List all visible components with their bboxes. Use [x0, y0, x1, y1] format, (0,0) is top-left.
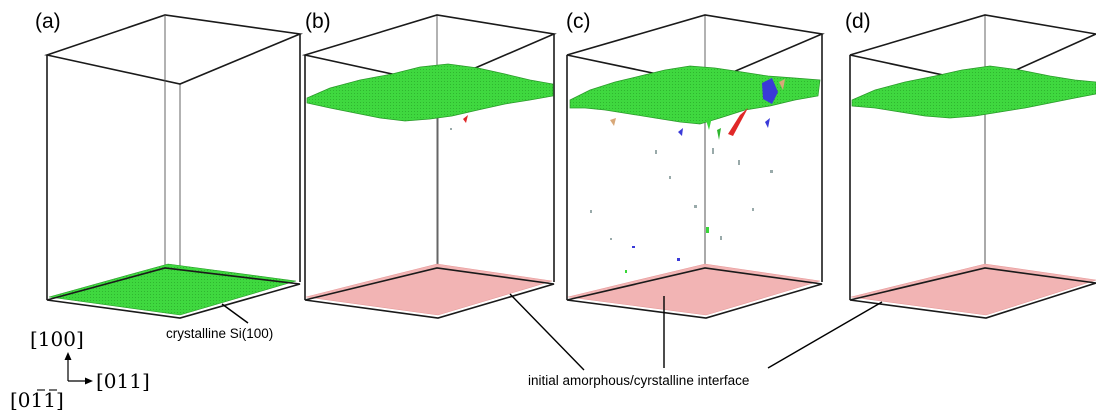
defect-speck-2-c: [610, 238, 612, 240]
axis-label-0-1-1-prefix: [0: [10, 388, 31, 412]
axis-label-0-1-1-digit2: 1: [43, 388, 56, 412]
defect-green-c: [706, 117, 712, 130]
defect-blue-small-c: [678, 128, 683, 136]
interface-layer-c: [569, 65, 821, 125]
defect-speck-10-c: [752, 208, 754, 211]
box-a-top-face: [44, 14, 304, 85]
defect-speck-4-c: [655, 150, 657, 154]
defect-speck-7-c: [706, 227, 709, 233]
box-c-bottom-face: [566, 267, 823, 319]
box-d-bottom-face: [849, 267, 1096, 319]
crystalline-annotation: crystalline Si(100): [166, 326, 273, 341]
initial-interface-plane-d: [850, 263, 1096, 316]
defect-red-b: [463, 115, 468, 123]
crystalline-leader-line: [221, 303, 249, 324]
box-b-bottom-face: [304, 267, 555, 319]
defect-speck-1-c: [590, 210, 592, 213]
defect-red-streak-c: [728, 108, 748, 136]
panel-b: (b): [301, 10, 585, 371]
defect-speck-13-c: [625, 270, 627, 273]
interface-leader-d: [767, 301, 883, 369]
axis-label-100: [100]: [30, 327, 84, 351]
defect-speck-8-c: [712, 148, 714, 154]
defect-speck-b: [450, 128, 452, 130]
defect-speck-11-c: [770, 170, 773, 173]
defect-blue-cluster-c: [762, 78, 778, 104]
axis-label-011: [011]: [96, 369, 150, 393]
defect-speck-5-c: [669, 176, 671, 179]
panel-label-b: (b): [305, 10, 331, 33]
panel-d: (d): [767, 10, 1096, 369]
panel-label-d: (d): [845, 10, 871, 33]
panel-c: (c): [566, 10, 825, 368]
defect-tan-small-c: [610, 118, 616, 126]
defect-tan-c: [779, 79, 785, 90]
box-a-bottom-face: [46, 267, 301, 319]
panel-label-a: (a): [35, 10, 61, 33]
crystal-axes: [100] [011] [011]: [10, 327, 150, 412]
box-d-top-face: [849, 14, 1096, 85]
axis-label-0-1-1: [011]: [10, 388, 64, 412]
defect-speck-14-c: [720, 236, 722, 240]
panel-a: (a) crystalline Si(100): [35, 10, 304, 341]
axis-label-0-1-1-digit1: 1: [31, 388, 44, 412]
defect-green2-c: [717, 128, 721, 140]
axis-arrowhead-horizontal: [85, 377, 93, 385]
initial-interface-plane-b: [305, 263, 553, 316]
panel-label-c: (c): [566, 10, 591, 33]
initial-interface-plane-c: [567, 263, 821, 316]
axis-arrowhead-vertical: [64, 352, 72, 360]
defect-speck-3-c: [632, 246, 635, 248]
interface-layer-b: [306, 63, 554, 122]
initial-interface-annotation: initial amorphous/cyrstalline interface: [528, 373, 749, 388]
defect-blue-small2-c: [765, 118, 770, 128]
defect-speck-12-c: [677, 258, 680, 261]
defect-speck-6-c: [694, 205, 697, 208]
interface-layer-d: [851, 65, 1096, 119]
defect-speck-9-c: [738, 160, 740, 165]
interface-leader-b: [509, 293, 585, 371]
axis-label-0-1-1-suffix: ]: [56, 388, 64, 412]
